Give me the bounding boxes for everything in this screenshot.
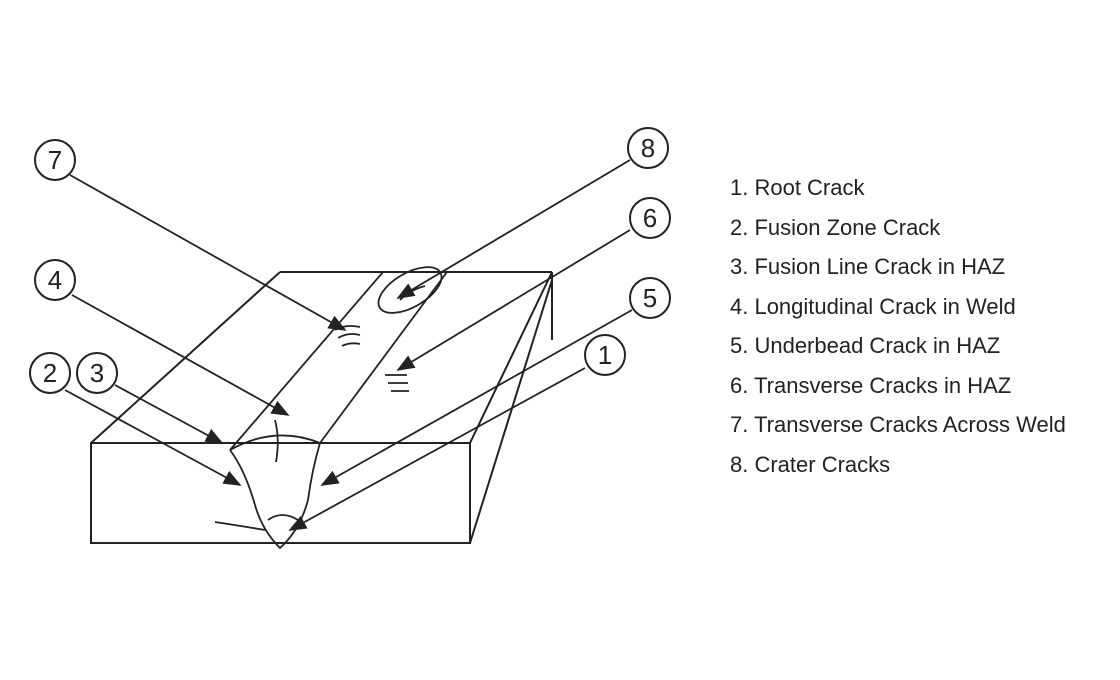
legend-item-6: 6. Transverse Cracks in HAZ — [730, 372, 1012, 398]
callout-circles — [29, 127, 671, 394]
legend-item-2: 2. Fusion Zone Crack — [730, 214, 941, 240]
legend: 1. Root Crack 2. Fusion Zone Crack 3. Fu… — [730, 174, 1066, 490]
metal-block — [90, 271, 553, 544]
legend-item-8: 8. Crater Cracks — [730, 451, 891, 477]
legend-item-1: 1. Root Crack — [730, 175, 865, 200]
callout-2: 2 — [43, 358, 57, 388]
leader-lines — [64, 159, 633, 531]
leader-6 — [396, 229, 631, 371]
legend-item-7: 7. Transverse Cracks Across Weld — [730, 412, 1066, 437]
leader-2 — [64, 389, 242, 486]
legend-item-4: 4. Longitudinal Crack in Weld — [730, 293, 1016, 319]
leader-3 — [114, 384, 224, 444]
legend-item-5: 5. Underbead Crack in HAZ — [730, 333, 1001, 358]
callout-4: 4 — [48, 265, 62, 295]
callout-7: 7 — [48, 145, 62, 175]
callout-8: 8 — [641, 133, 655, 163]
leader-7 — [69, 174, 347, 331]
callout-5: 5 — [643, 283, 657, 313]
leader-5 — [320, 309, 633, 486]
leader-8 — [396, 159, 631, 299]
legend-item-3: 3. Fusion Line Crack in HAZ — [730, 254, 1006, 279]
callout-1: 1 — [598, 340, 612, 370]
leader-4 — [71, 294, 290, 416]
callout-6: 6 — [643, 203, 657, 233]
weld-bead — [214, 266, 448, 550]
callout-3: 3 — [90, 358, 104, 388]
leader-1 — [288, 367, 586, 531]
